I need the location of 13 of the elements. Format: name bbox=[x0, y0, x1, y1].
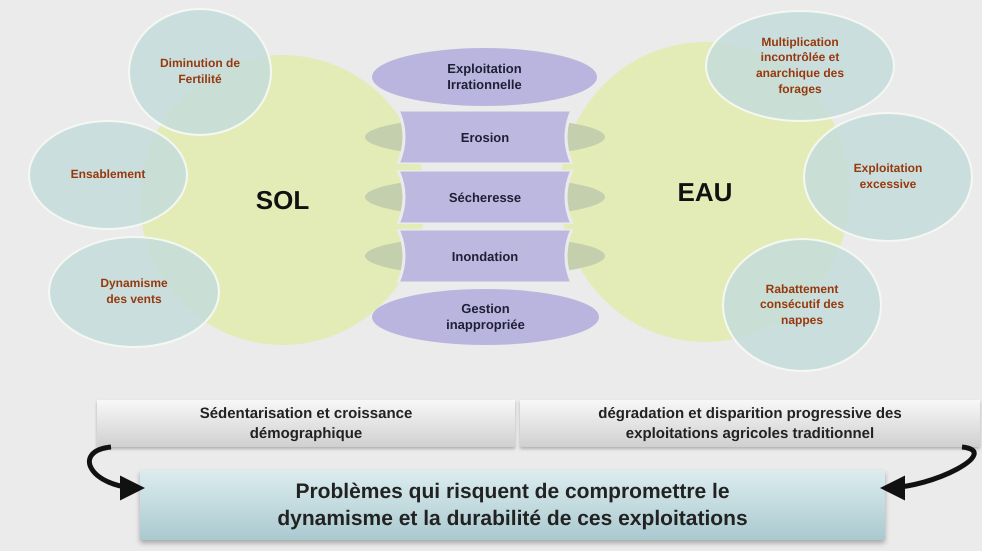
cause-circle: Dynamisme des vents bbox=[48, 236, 220, 348]
curved-arrow bbox=[880, 444, 976, 500]
cause-circle: Ensablement bbox=[28, 120, 188, 230]
factor-ellipse: Gestion inappropriée bbox=[372, 289, 599, 345]
cause-circle: Exploitation excessive bbox=[803, 112, 973, 242]
banner-box: dégradation et disparition progressive des exploitations agricoles traditionnel bbox=[520, 400, 980, 447]
problem-box: Problèmes qui risquent de compromettre le dynamisme et la durabilité de ces exploitations bbox=[140, 470, 885, 540]
banner-box: Sédentarisation et croissance démographique bbox=[97, 400, 515, 447]
curved-arrow bbox=[87, 444, 145, 500]
factor-ellipse: Exploitation Irrationnelle bbox=[372, 48, 597, 106]
cause-circle: Rabattement consécutif des nappes bbox=[722, 238, 882, 372]
cause-circle: Diminution de Fertilité bbox=[128, 8, 272, 136]
cause-circle: Multiplication incontrôlée et anarchique des forages bbox=[705, 10, 895, 122]
